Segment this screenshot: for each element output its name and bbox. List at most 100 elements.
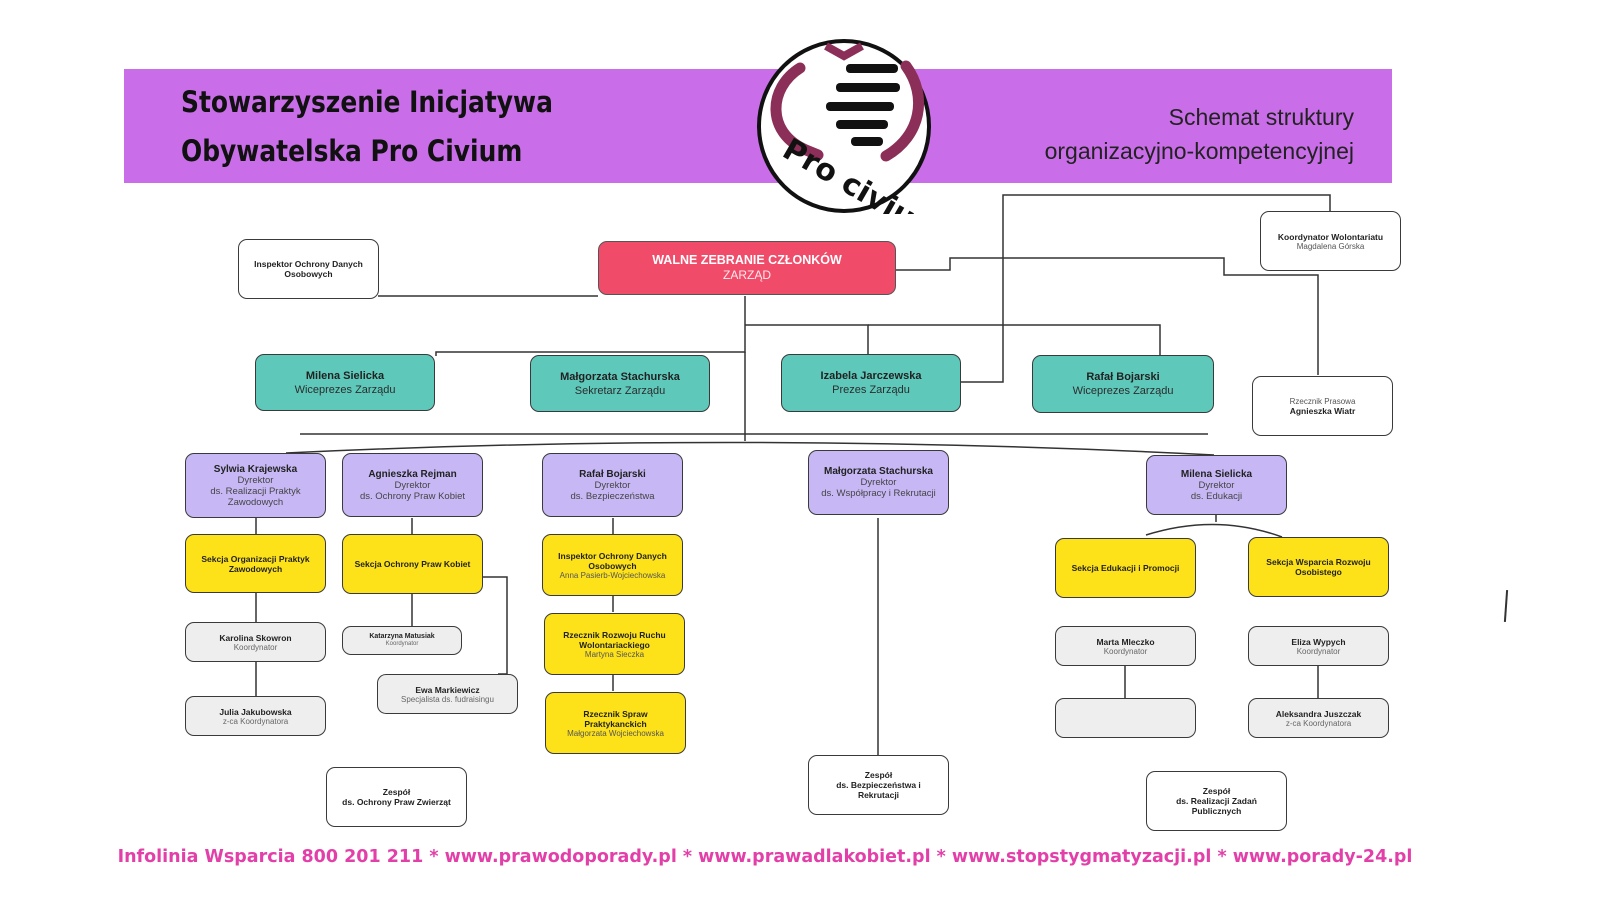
- node-walne-name: WALNE ZEBRANIE CZŁONKÓW: [652, 253, 842, 267]
- director-department: ds. Współpracy i Rekrutacji: [821, 488, 936, 499]
- node-iodo-section: Inspektor Ochrony Danych Osobowych Anna …: [542, 534, 683, 596]
- team-label: Zespół: [382, 787, 411, 797]
- node-sekcja-edukacji: Sekcja Edukacji i Promocji: [1055, 538, 1196, 598]
- diagram-subtitle-line1: Schemat struktury: [1168, 104, 1354, 130]
- section-person: Małgorzata Wojciechowska: [567, 728, 664, 738]
- organization-name-line1: Stowarzyszenie Inicjatywa: [181, 85, 553, 119]
- pro-civium-logo: Pro civium: [757, 39, 932, 214]
- node-person-eliza: Eliza Wypych Koordynator: [1248, 626, 1389, 666]
- board-member-name: Małgorzata Stachurska: [560, 370, 680, 383]
- node-director-milena: Milena Sielicka Dyrektor ds. Edukacji: [1146, 455, 1287, 515]
- diagram-subtitle-line2: organizacyjno-kompetencyjnej: [1044, 138, 1354, 164]
- section-name: Inspektor Ochrony Danych Osobowych: [558, 550, 667, 571]
- node-person-marta: Marta Mleczko Koordynator: [1055, 626, 1196, 666]
- node-director-rafal: Rafał Bojarski Dyrektor ds. Bezpieczeńst…: [542, 453, 683, 517]
- node-koordynator-person: Magdalena Górska: [1296, 241, 1365, 251]
- section-name: Rzecznik Rozwoju Ruchu Wolontariackiego: [563, 629, 666, 650]
- person-name: Aleksandra Juszczak: [1275, 708, 1362, 719]
- director-title: Dyrektor: [1198, 479, 1235, 491]
- team-department: ds. Realizacji Zadań Publicznych: [1176, 796, 1257, 816]
- organization-name-line2: Obywatelska Pro Civium: [181, 134, 523, 168]
- team-label: Zespół: [1202, 786, 1231, 796]
- section-name: Sekcja Organizacji Praktyk Zawodowych: [201, 553, 310, 574]
- director-title: Dyrektor: [860, 477, 897, 488]
- node-koordynator-wolontariatu: Koordynator Wolontariatu Magdalena Górsk…: [1260, 211, 1401, 271]
- node-team-zadan: Zespół ds. Realizacji Zadań Publicznych: [1146, 771, 1287, 831]
- board-member-name: Milena Sielicka: [305, 369, 385, 382]
- node-board-izabela: Izabela Jarczewska Prezes Zarządu: [781, 354, 961, 412]
- director-department: ds. Bezpieczeństwa: [570, 490, 655, 502]
- node-rzecznik-prasowy-name: Agnieszka Wiatr: [1289, 405, 1356, 416]
- person-name: Eliza Wypych: [1291, 636, 1346, 647]
- person-role: z-ca Koordynatora: [222, 716, 289, 726]
- board-member-role: Sekretarz Zarządu: [574, 384, 666, 397]
- node-sekcja-praktyk: Sekcja Organizacji Praktyk Zawodowych: [185, 534, 326, 593]
- director-name: Sylwia Krajewska: [213, 463, 298, 475]
- director-name: Rafał Bojarski: [579, 468, 646, 480]
- node-director-sylwia: Sylwia Krajewska Dyrektor ds. Realizacji…: [185, 453, 326, 518]
- person-name: Marta Mleczko: [1096, 636, 1155, 647]
- node-person-ewa: Ewa Markiewicz Specjalista ds. fudraisin…: [377, 674, 518, 714]
- node-rzecznik-prasowy-role: Rzecznik Prasowa: [1289, 396, 1356, 406]
- node-board-malgorzata: Małgorzata Stachurska Sekretarz Zarządu: [530, 355, 710, 412]
- director-title: Dyrektor: [594, 479, 631, 491]
- node-iodo-top-name: Inspektor Ochrony Danych Osobowych: [254, 259, 363, 279]
- director-title: Dyrektor: [237, 474, 274, 486]
- director-department: ds. Edukacji: [1190, 490, 1243, 502]
- node-iodo-top: Inspektor Ochrony Danych Osobowych: [238, 239, 379, 299]
- node-person-empty: [1055, 698, 1196, 738]
- section-person: Anna Pasierb-Wojciechowska: [559, 570, 666, 580]
- node-person-aleksandra: Aleksandra Juszczak z-ca Koordynatora: [1248, 698, 1389, 738]
- footer-hotline: Infolinia Wsparcia 800 201 211 * www.pra…: [117, 847, 1413, 867]
- board-member-name: Izabela Jarczewska: [820, 370, 922, 382]
- node-team-zwierzat: Zespół ds. Ochrony Praw Zwierząt: [326, 767, 467, 827]
- person-name: Katarzyna Matusiak: [369, 633, 435, 640]
- team-department: ds. Bezpieczeństwa i Rekrutacji: [836, 780, 921, 800]
- section-name: Sekcja Wsparcia Rozwoju Osobistego: [1266, 557, 1371, 577]
- node-director-agnieszka: Agnieszka Rejman Dyrektor ds. Ochrony Pr…: [342, 453, 483, 517]
- node-person-katarzyna: Katarzyna Matusiak Koordynator: [342, 626, 462, 655]
- node-rzecznik-praktykancki: Rzecznik Spraw Praktykanckich Małgorzata…: [545, 692, 686, 754]
- node-person-karolina: Karolina Skowron Koordynator: [185, 622, 326, 662]
- node-sekcja-kobiet: Sekcja Ochrony Praw Kobiet: [342, 534, 483, 594]
- person-name: Ewa Markiewicz: [415, 684, 480, 695]
- node-board-rafal: Rafał Bojarski Wiceprezes Zarządu: [1032, 355, 1214, 413]
- board-member-role: Wiceprezes Zarządu: [294, 383, 396, 396]
- director-title: Dyrektor: [394, 479, 431, 491]
- node-rzecznik-prasowy: Rzecznik Prasowa Agnieszka Wiatr: [1252, 376, 1393, 436]
- director-name: Małgorzata Stachurska: [824, 466, 933, 477]
- node-director-malgorzata: Małgorzata Stachurska Dyrektor ds. Współ…: [808, 450, 949, 515]
- board-member-role: Prezes Zarządu: [832, 384, 910, 396]
- team-label: Zespół: [864, 770, 893, 780]
- person-name: Karolina Skowron: [219, 632, 292, 643]
- person-role: Koordynator: [1103, 646, 1148, 656]
- director-name: Milena Sielicka: [1180, 468, 1253, 480]
- director-department: ds. Realizacji Praktyk Zawodowych: [210, 485, 301, 508]
- node-board-milena: Milena Sielicka Wiceprezes Zarządu: [255, 354, 435, 411]
- node-koordynator-name: Koordynator Wolontariatu: [1277, 231, 1384, 242]
- node-sekcja-wsparcia: Sekcja Wsparcia Rozwoju Osobistego: [1248, 537, 1389, 597]
- person-name: Julia Jakubowska: [219, 706, 292, 717]
- board-member-name: Rafał Bojarski: [1086, 371, 1160, 383]
- section-name: Sekcja Ochrony Praw Kobiet: [354, 559, 471, 569]
- person-role: Specjalista ds. fudraisingu: [401, 694, 494, 704]
- organization-name: Stowarzyszenie Inicjatywa Obywatelska Pr…: [181, 78, 553, 176]
- director-name: Agnieszka Rejman: [368, 468, 457, 480]
- node-team-bezpieczenstwa: Zespół ds. Bezpieczeństwa i Rekrutacji: [808, 755, 949, 815]
- section-name: Sekcja Edukacji i Promocji: [1071, 563, 1180, 573]
- board-member-role: Wiceprezes Zarządu: [1072, 385, 1174, 397]
- person-role: Koordynator: [385, 641, 419, 647]
- node-walne-role: ZARZĄD: [723, 268, 771, 282]
- diagram-subtitle: Schemat struktury organizacyjno-kompeten…: [1045, 100, 1354, 168]
- person-role: z-ca Koordynatora: [1285, 718, 1352, 728]
- node-person-julia: Julia Jakubowska z-ca Koordynatora: [185, 696, 326, 736]
- director-department: ds. Ochrony Praw Kobiet: [359, 490, 466, 502]
- node-rzecznik-wolontariacki: Rzecznik Rozwoju Ruchu Wolontariackiego …: [544, 613, 685, 675]
- section-name: Rzecznik Spraw Praktykanckich: [583, 708, 648, 729]
- node-walne-zebranie: WALNE ZEBRANIE CZŁONKÓW ZARZĄD: [598, 241, 896, 295]
- team-department: ds. Ochrony Praw Zwierząt: [342, 797, 451, 807]
- person-role: Koordynator: [233, 642, 278, 652]
- section-person: Martyna Sieczka: [584, 649, 645, 659]
- person-role: Koordynator: [1296, 646, 1341, 656]
